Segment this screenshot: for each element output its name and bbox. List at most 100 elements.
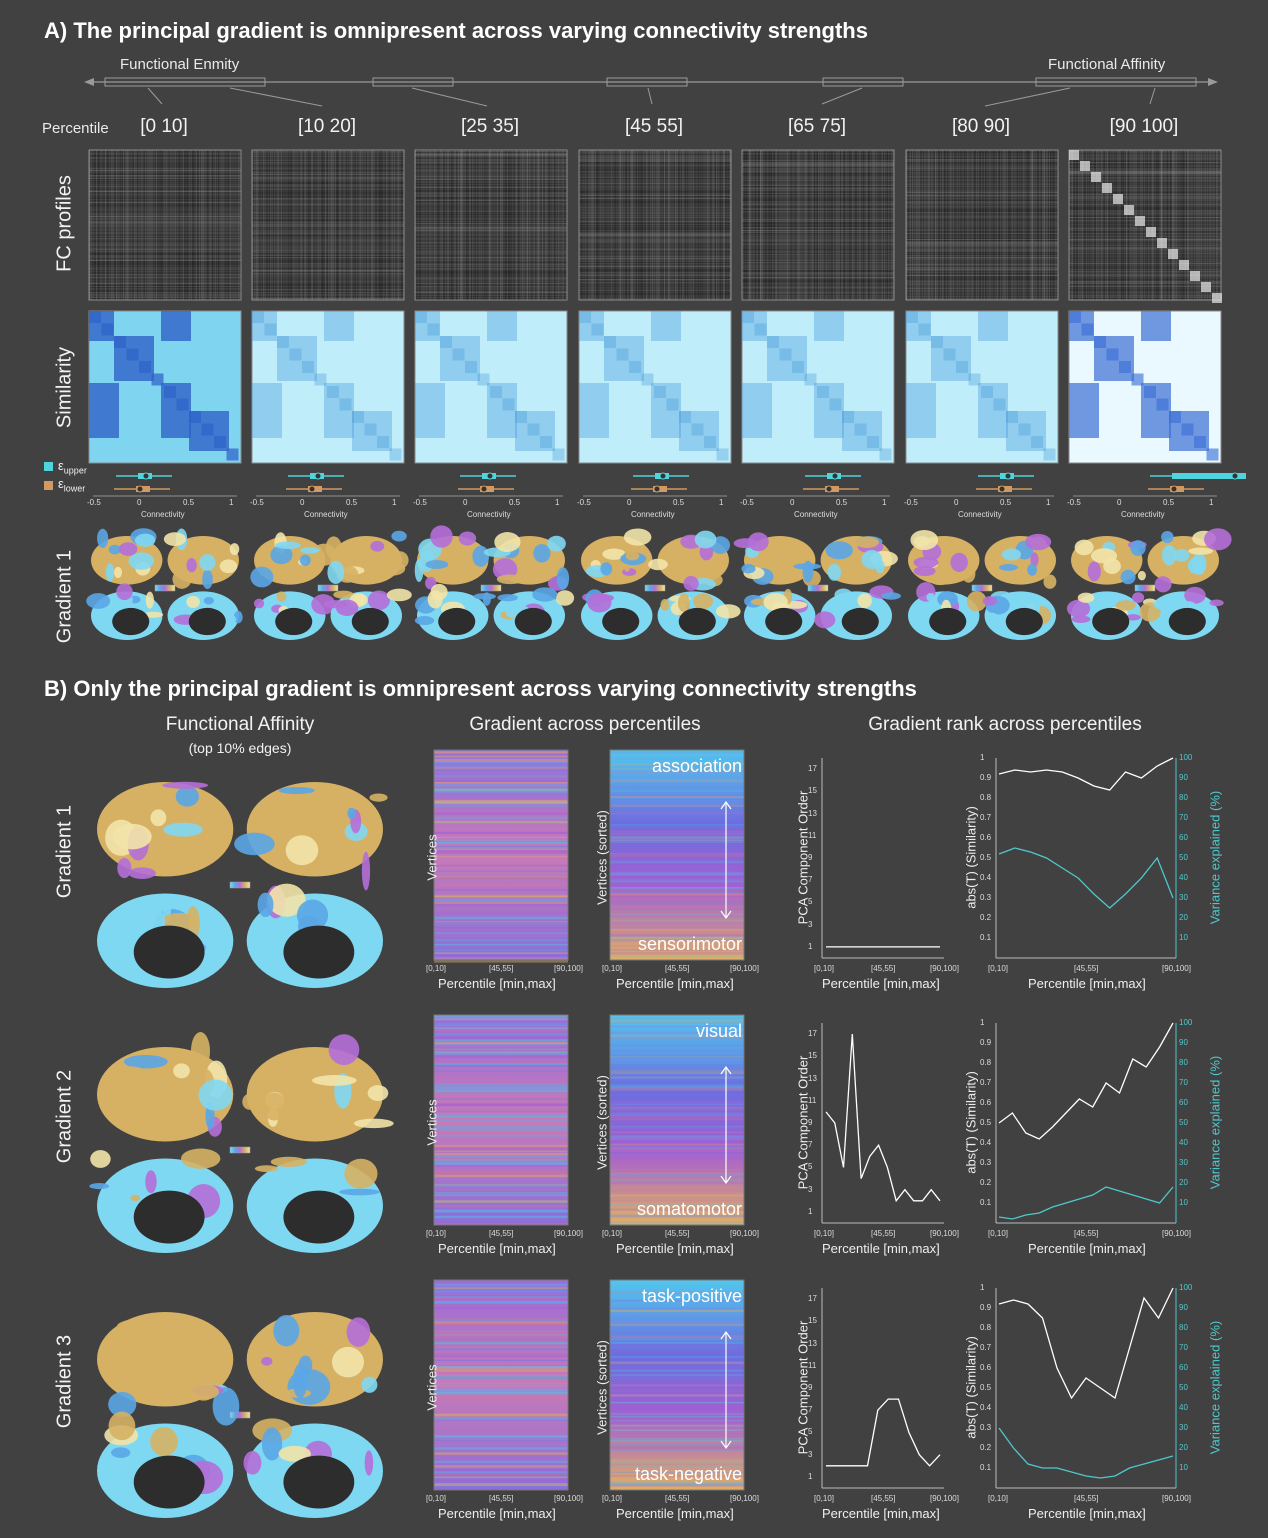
- box-tick: 1: [555, 498, 560, 507]
- pca-order-chart-3-ytick: 1: [808, 1471, 813, 1481]
- brain-grad1-0: [86, 528, 243, 640]
- fc-matrix-5: [905, 149, 1059, 301]
- sim0-xtick-2: [90,100]: [1162, 964, 1191, 973]
- similarity-variance-chart-3-ytick: 0.2: [980, 1443, 992, 1452]
- connectivity-boxplot-3: [583, 472, 727, 497]
- similarity-variance-chart-3-y2tick: 50: [1179, 1383, 1188, 1392]
- pca1-xtick-2: [90,100]: [930, 1229, 959, 1238]
- col2-header: Gradient across percentiles: [469, 714, 701, 735]
- similarity-variance-chart-2-y2tick: 80: [1179, 1058, 1188, 1067]
- similarity-variance-chart-2-y2tick: 10: [1179, 1198, 1188, 1207]
- row-label-fc: FC profiles: [53, 175, 76, 272]
- box-tick: 0: [627, 498, 632, 507]
- pca2-xtick-0: [0,10]: [814, 1494, 835, 1503]
- similarity-variance-chart-2-y2tick: 70: [1179, 1078, 1188, 1087]
- box-tick: -0.5: [904, 498, 918, 507]
- gradient-bottom-anchor-1: sensorimotor: [637, 934, 742, 954]
- fc-matrix-6: [1068, 149, 1222, 303]
- similarity-variance-chart-1-ytick: 0.7: [980, 813, 992, 822]
- similarity-variance-chart-3: [995, 1287, 1177, 1489]
- similarity-variance-chart-2: [995, 1022, 1177, 1224]
- connectivity-boxplot-6: [1073, 472, 1246, 497]
- similarity-variance-chart-3-ytick: 0.9: [980, 1303, 992, 1312]
- pca-order-chart-3-ytick: 13: [808, 1338, 817, 1348]
- sorted-ylabel-3: Vertices (sorted): [594, 1340, 610, 1435]
- hm2-xtick-0: [0,10]: [426, 1494, 447, 1503]
- sim-ylabel-3: abs(T) (Similarity): [963, 1336, 979, 1439]
- fc-matrix-3: [578, 149, 732, 301]
- sim-ylabel-2: abs(T) (Similarity): [963, 1071, 979, 1174]
- pca-order-chart-3-ytick: 9: [808, 1383, 813, 1392]
- similarity-matrix-1: [251, 310, 405, 464]
- vertices-ylabel-2: Vertices: [424, 1099, 440, 1146]
- similarity-variance-chart-2-y2tick: 20: [1179, 1178, 1188, 1187]
- box-axis-label: Connectivity: [304, 510, 348, 519]
- similarity-variance-chart-1-ytick: 0.9: [980, 773, 992, 782]
- similarity-variance-chart-3-y2tick: 30: [1179, 1423, 1188, 1432]
- similarity-matrix-5: [905, 310, 1059, 464]
- double-arrow-icon: [720, 1065, 732, 1185]
- fc-matrix-2: [414, 149, 568, 301]
- box-tick: 1: [392, 498, 397, 507]
- pca1-xtick-0: [0,10]: [814, 1229, 835, 1238]
- fc-matrix-0: [88, 149, 242, 301]
- similarity-variance-chart-3-y2tick: 70: [1179, 1343, 1188, 1352]
- connectivity-boxplot-4: [746, 472, 890, 497]
- sim0-xtick-1: [45,55]: [1074, 964, 1099, 973]
- pca-order-chart-2-ytick: 5: [808, 1162, 813, 1172]
- shm-xlabel-3: Percentile [min,max]: [616, 1506, 734, 1521]
- brain-grad1-5: [908, 529, 1057, 640]
- pca1-xtick-1: [45,55]: [871, 1229, 896, 1238]
- col1-header: Functional Affinity: [165, 714, 315, 735]
- similarity-variance-chart-3-y2tick: 90: [1179, 1303, 1188, 1312]
- similarity-variance-chart-3-ytick: 0.3: [980, 1423, 992, 1432]
- similarity-variance-chart-3-ytick: 0.4: [980, 1403, 992, 1412]
- sim1-xtick-1: [45,55]: [1074, 1229, 1099, 1238]
- pca0-xtick-0: [0,10]: [814, 964, 835, 973]
- sim-xlabel-2: Percentile [min,max]: [1028, 1241, 1146, 1256]
- similarity-variance-chart-1-y2tick: 10: [1179, 933, 1188, 942]
- brain-grad1-1: [250, 530, 412, 640]
- brain-grad1-4: [733, 532, 901, 640]
- pca0-xtick-1: [45,55]: [871, 964, 896, 973]
- hm0-xtick-0: [0,10]: [426, 964, 447, 973]
- similarity-variance-chart-1-y2tick: 30: [1179, 893, 1188, 902]
- gradient-bottom-anchor-3: task-negative: [634, 1464, 742, 1484]
- similarity-variance-chart-1-y2tick: 50: [1179, 853, 1188, 862]
- pca-xlabel-3: Percentile [min,max]: [822, 1506, 940, 1521]
- hm-xlabel-2: Percentile [min,max]: [438, 1241, 556, 1256]
- similarity-variance-chart-1-y2tick: 20: [1179, 913, 1188, 922]
- similarity-variance-chart-2-y2tick: 50: [1179, 1118, 1188, 1127]
- similarity-variance-chart-2-y2tick: 30: [1179, 1158, 1188, 1167]
- sim-ylabel-1: abs(T) (Similarity): [963, 806, 979, 909]
- pca-ylabel-3: PCA Component Order: [795, 1320, 811, 1455]
- pca-order-chart-1-ytick: 15: [808, 786, 817, 796]
- pca-order-chart-2: [821, 1023, 944, 1224]
- sim2-xtick-0: [0,10]: [988, 1494, 1009, 1503]
- pca2-xtick-2: [90,100]: [930, 1494, 959, 1503]
- box-tick: 1: [229, 498, 234, 507]
- similarity-variance-chart-1-ytick: 0.1: [980, 933, 992, 942]
- similarity-variance-chart-2-y2tick: 40: [1179, 1138, 1188, 1147]
- shm-xlabel-2: Percentile [min,max]: [616, 1241, 734, 1256]
- pca0-xtick-2: [90,100]: [930, 964, 959, 973]
- percentile-3: [45 55]: [624, 116, 684, 137]
- pca-order-chart-1-ytick: 11: [808, 830, 817, 840]
- brain-panelb-3: [97, 1312, 383, 1518]
- box-axis-label: Connectivity: [1121, 510, 1165, 519]
- shm1-xtick-1: [45,55]: [665, 1229, 690, 1238]
- sim2-xtick-2: [90,100]: [1162, 1494, 1191, 1503]
- vertices-heatmap-1: [433, 749, 569, 963]
- gradient-bottom-anchor-2: somatomotor: [636, 1199, 742, 1219]
- similarity-matrix-6: [1068, 310, 1222, 464]
- pca-order-chart-1-ytick: 17: [808, 764, 817, 774]
- similarity-variance-chart-1-y2tick: 100: [1179, 753, 1193, 762]
- legend-upper-swatch: [44, 462, 53, 471]
- box-tick: 0.5: [673, 498, 685, 507]
- pca-order-chart-2-ytick: 15: [808, 1051, 817, 1061]
- similarity-matrix-0: [88, 310, 242, 464]
- box-tick: 0: [954, 498, 959, 507]
- row-label-gradient1: Gradient 1: [53, 549, 76, 644]
- box-tick: 0.5: [509, 498, 521, 507]
- hm1-xtick-1: [45,55]: [489, 1229, 514, 1238]
